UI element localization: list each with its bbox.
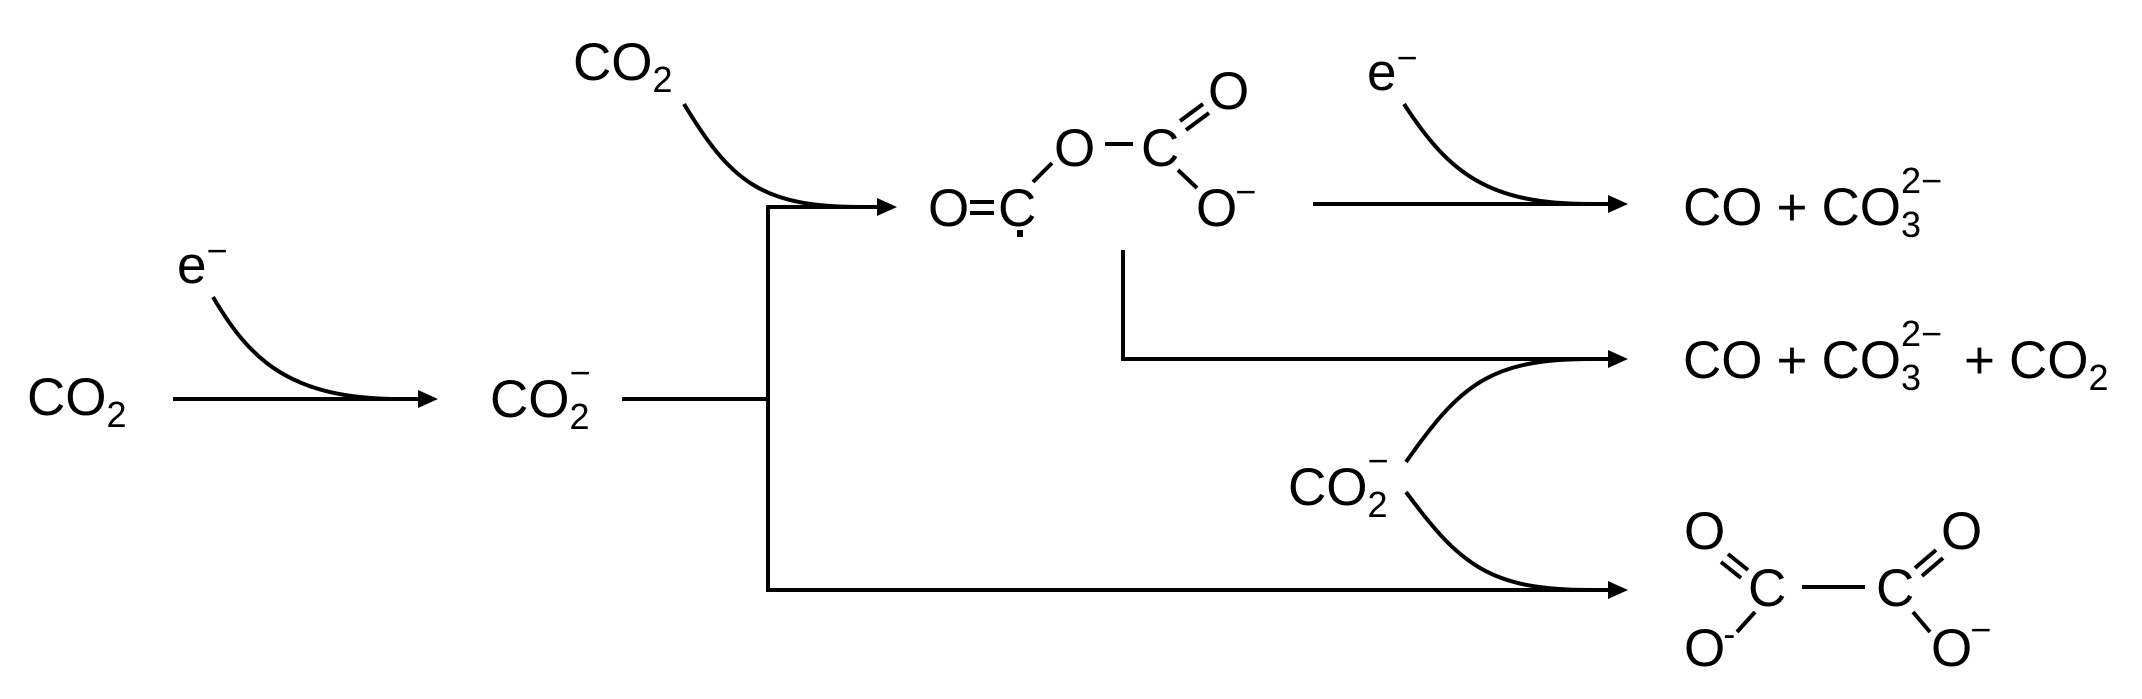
oxalate-o-bottom-right: O− bbox=[1931, 609, 1991, 678]
oxalate-o-bottom-left: O- bbox=[1684, 613, 1735, 678]
atom-o-bridge: O bbox=[1054, 119, 1095, 178]
product-2-co2-sub: 2 bbox=[2088, 357, 2108, 398]
intermediate-molecule: O C O C O O− bbox=[928, 62, 1256, 238]
product-1-co: CO bbox=[1683, 178, 1763, 237]
co2-radical-anion-label: CO2− bbox=[490, 352, 591, 437]
product-2-carbonate: CO bbox=[1821, 331, 1901, 390]
oxalate-o-top-right: O bbox=[1941, 502, 1982, 561]
co2-radical-anion-sup: − bbox=[570, 352, 591, 393]
co2-radical-anion-2-main: CO bbox=[1288, 458, 1368, 517]
radical-dot bbox=[1017, 230, 1023, 237]
oxalate-c-left: C bbox=[1748, 559, 1786, 618]
co2-radical-anion-2-label: CO2− bbox=[1288, 440, 1389, 525]
product-2-plus-2: + bbox=[1964, 331, 1995, 390]
atom-o-anion-charge: − bbox=[1235, 171, 1256, 212]
product-2-plus-1: + bbox=[1777, 331, 1808, 390]
oxalate-molecule: O C C O O- O− bbox=[1684, 502, 1991, 678]
co2-radical-anion-main: CO bbox=[490, 370, 570, 429]
oxalate-o-bottom-right-charge: − bbox=[1970, 609, 1991, 650]
co2-radical-anion-2-sub: 2 bbox=[1368, 484, 1388, 525]
oxalate-c-right: C bbox=[1876, 559, 1914, 618]
arrow-3-head bbox=[1608, 195, 1628, 213]
electron-1-curve bbox=[211, 295, 401, 401]
product-2-co: CO bbox=[1683, 331, 1763, 390]
atom-o-anion: O− bbox=[1196, 171, 1256, 238]
electron-2-sup: − bbox=[1396, 37, 1417, 78]
co2-start-main: CO bbox=[27, 368, 107, 427]
co2-radical-anion-2-sup: − bbox=[1368, 440, 1389, 481]
product-2-carbonate-sub: 3 bbox=[1901, 357, 1921, 398]
arrow-2-head bbox=[877, 198, 897, 216]
product-1-carbonate-sub: 3 bbox=[1901, 204, 1921, 245]
bond-c-o-anion bbox=[1176, 168, 1199, 190]
product-1: CO+CO32− bbox=[1683, 160, 1942, 245]
co2-anion-curve-up bbox=[1404, 357, 1591, 464]
product-1-plus: + bbox=[1777, 178, 1808, 237]
oxalate-o-bottom-left-symbol: O bbox=[1684, 619, 1725, 678]
double-bond-top-b bbox=[1184, 111, 1211, 132]
arrow-1-head bbox=[418, 390, 438, 408]
product-2-co2: CO bbox=[2009, 331, 2089, 390]
oxalate-double-right-a bbox=[1913, 548, 1938, 570]
product-2: CO+CO32−+CO2 bbox=[1683, 313, 2109, 398]
oxalate-o-top-left: O bbox=[1684, 502, 1725, 561]
co2-added-sub: 2 bbox=[653, 59, 673, 100]
electron-1-main: e bbox=[177, 236, 206, 295]
atom-o-top: O bbox=[1208, 62, 1249, 121]
arrow-oxalate-head bbox=[1608, 581, 1628, 599]
oxalate-bond-left-lower bbox=[1735, 610, 1757, 634]
oxalate-double-left-a bbox=[1719, 560, 1743, 580]
atom-c-radical: C bbox=[998, 179, 1036, 238]
electron-2-main: e bbox=[1367, 43, 1396, 102]
co2-start-label: CO2 bbox=[27, 368, 127, 435]
oxalate-o-bottom-right-symbol: O bbox=[1931, 619, 1972, 678]
atom-c-carboxyl: C bbox=[1141, 119, 1179, 178]
arrow-4-head bbox=[1608, 350, 1628, 368]
product-1-carbonate: CO bbox=[1821, 178, 1901, 237]
co2-anion-curve-down bbox=[1404, 490, 1591, 592]
electron-1-label: e− bbox=[177, 230, 228, 295]
electron-1-sup: − bbox=[206, 230, 227, 271]
co2-added-curve bbox=[682, 102, 861, 209]
co2-radical-anion-sub: 2 bbox=[570, 396, 590, 437]
co2-added-label: CO2 bbox=[573, 33, 673, 100]
atom-o-anion-symbol: O bbox=[1196, 179, 1237, 238]
co2-start-sub: 2 bbox=[107, 394, 127, 435]
oxalate-o-bottom-left-charge: - bbox=[1723, 613, 1735, 654]
product-2-carbonate-charge: 2− bbox=[1901, 313, 1942, 354]
bond-c-o-bridge bbox=[1031, 161, 1054, 184]
oxalate-double-right-b bbox=[1920, 556, 1945, 578]
co2-added-main: CO bbox=[573, 33, 653, 92]
atom-o-left: O bbox=[928, 179, 969, 238]
electron-2-curve bbox=[1402, 102, 1591, 206]
oxalate-bond-right-lower bbox=[1911, 610, 1932, 634]
double-bond-top-a bbox=[1178, 102, 1205, 123]
product-1-carbonate-charge: 2− bbox=[1901, 160, 1942, 201]
oxalate-double-left-b bbox=[1726, 552, 1750, 572]
electron-2-label: e− bbox=[1367, 37, 1418, 102]
